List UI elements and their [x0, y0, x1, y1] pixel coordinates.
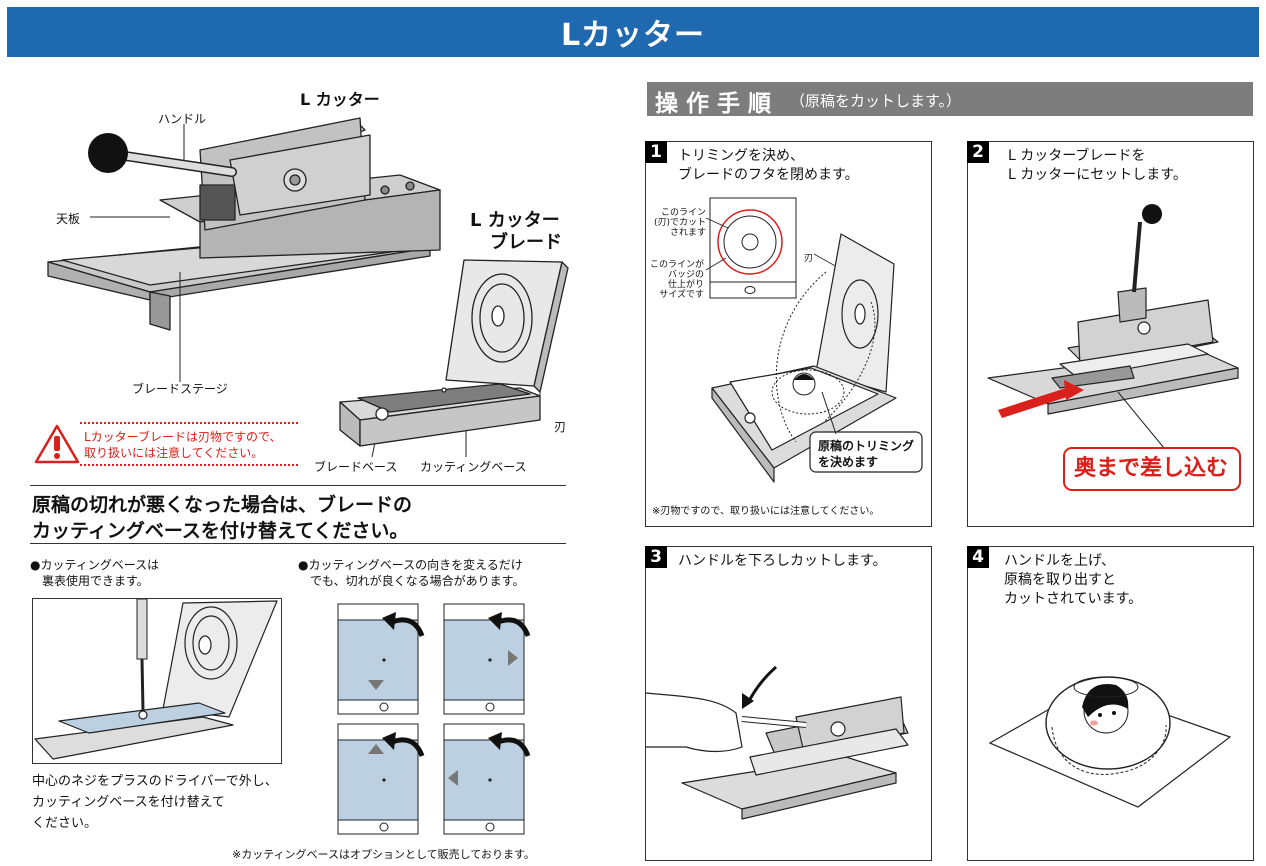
- screwdriver-illustration: [34, 599, 278, 760]
- procedure-title: 操 作 手 順: [655, 91, 772, 117]
- warning-line1: Lカッターブレードは刃物ですので、: [84, 430, 282, 444]
- l-cutter-illustration: [47, 117, 569, 458]
- step-4-illustration: [988, 676, 1232, 808]
- step-4-number: 4: [967, 546, 989, 568]
- diagram-title: L カッター: [300, 90, 380, 109]
- step-2-text: L カッターブレードを L カッターにセットします。: [1008, 148, 1187, 183]
- step-1-edge-label: 刃: [804, 254, 814, 264]
- step-1-panel: 1 トリミングを決め、 ブレードのフタを閉めます。 このライン (刃)でカット …: [645, 141, 932, 527]
- label-handle: ハンドル: [158, 112, 207, 126]
- footnote: ※カッティングベースはオプションとして販売しております。: [232, 848, 535, 861]
- caption-line1: 中心のネジをプラスのドライバーで外し、: [32, 774, 278, 789]
- page-title: Lカッター: [560, 18, 706, 53]
- section-top-rule: [30, 485, 566, 486]
- label-blade-stage: ブレードステージ: [132, 382, 228, 396]
- procedure-section-bar: [647, 82, 1253, 116]
- step-2-number: 2: [967, 141, 989, 163]
- step-3-number: 3: [645, 546, 667, 568]
- warning-top-rule: [80, 422, 298, 424]
- step-1-callout: 原稿のトリミング を決めます: [818, 439, 915, 469]
- procedure-subtitle: （原稿をカットします。）: [790, 92, 962, 110]
- section-heading-line1: 原稿の切れが悪くなった場合は、ブレードの: [32, 494, 413, 516]
- warning-line2: 取り扱いには注意してください。: [84, 446, 264, 460]
- step-4-text: ハンドルを上げ、 原稿を取り出すと カットされています。: [1004, 553, 1143, 607]
- step-1-illustration: [705, 197, 923, 483]
- warning-icon: [34, 424, 80, 464]
- label-top-plate: 天板: [56, 212, 81, 226]
- step-3-illustration: [645, 665, 909, 820]
- section-bottom-rule: [30, 543, 566, 544]
- step-3-text: ハンドルを下ろしカットします。: [678, 553, 887, 569]
- driver-illustration-box: [32, 598, 282, 764]
- caption-line3: ください。: [32, 816, 98, 831]
- note-left-line2: 裏表使用できます。: [30, 574, 149, 588]
- label-blade-base: ブレードベース: [314, 460, 398, 474]
- note-right-line1: ●カッティングベースの向きを変えるだけ: [298, 558, 523, 572]
- step-1-finish-line-label: このラインが バッジの 仕上がり サイズです: [649, 260, 704, 300]
- note-right-line2: でも、切れが良くなる場合があります。: [298, 574, 525, 588]
- label-edge: 刃: [554, 420, 567, 434]
- step-1-footnote: ※刃物ですので、取り扱いには注意してください。: [652, 506, 880, 517]
- step-2-callout: 奥まで差し込む: [1074, 456, 1229, 481]
- step-1-cut-line-label: このライン (刃)でカット されます: [653, 208, 706, 238]
- step-3-panel: 3 ハンドルを下ろしカットします。: [645, 546, 932, 861]
- label-cutting-base: カッティングベース: [420, 460, 527, 474]
- step-1-text: トリミングを決め、 ブレードのフタを閉めます。: [678, 148, 859, 183]
- label-blade-title-1: L カッター: [470, 210, 560, 231]
- step-2-panel: 2 L カッターブレードを L カッターにセットします。 奥まで差し込む: [967, 141, 1254, 527]
- warning-bottom-rule: [80, 464, 298, 466]
- section-heading-line2: カッティングベースを付け替えてください。: [32, 520, 409, 542]
- step-2-illustration: [987, 204, 1241, 491]
- note-left-line1: ●カッティングベースは: [30, 558, 160, 572]
- orientation-tiles: [337, 603, 531, 835]
- step-1-number: 1: [645, 141, 667, 163]
- step-4-panel: 4 ハンドルを上げ、 原稿を取り出すと カットされています。: [967, 546, 1254, 861]
- page-header: Lカッター: [7, 7, 1259, 57]
- caption-line2: カッティングベースを付け替えて: [32, 795, 225, 810]
- label-blade-title-2: ブレード: [490, 232, 562, 253]
